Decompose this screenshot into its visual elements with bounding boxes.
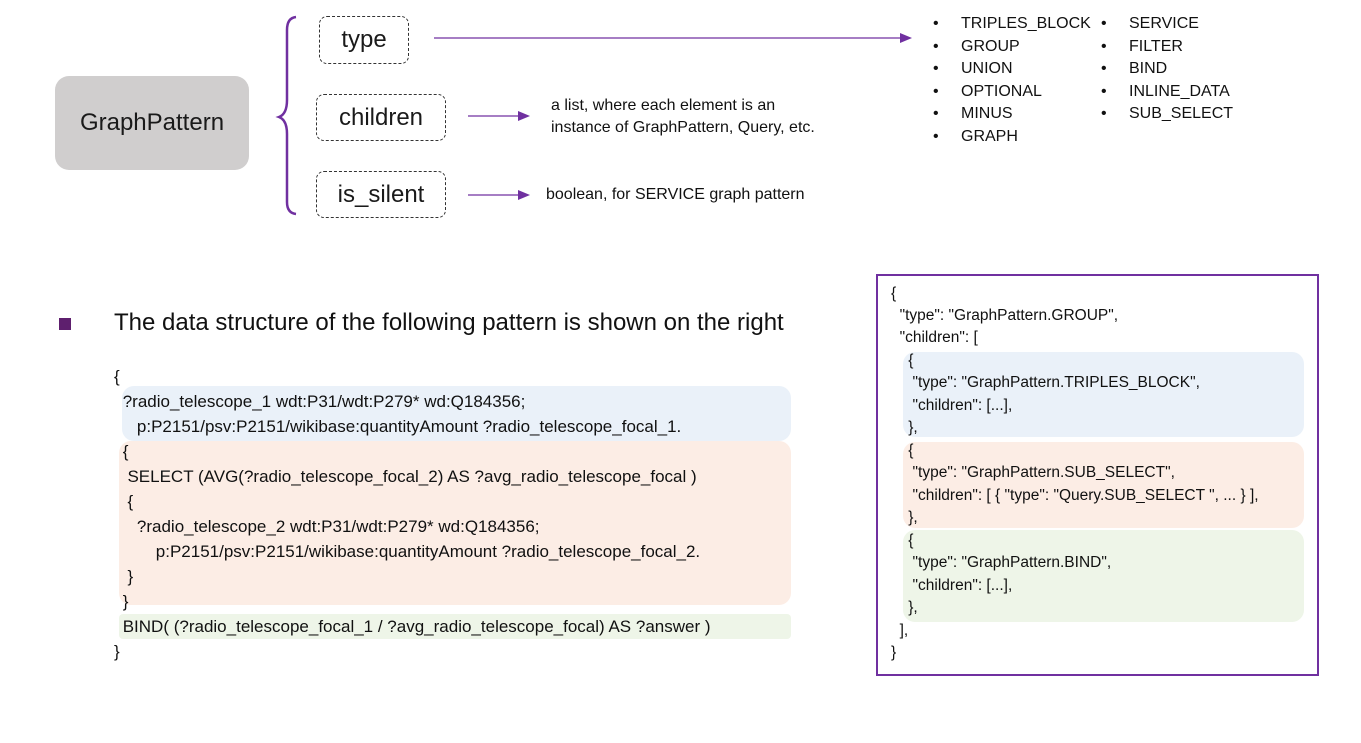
json-line: "children": [ { "type": "Query.SUB_SELEC… bbox=[891, 487, 1259, 504]
json-triples-band bbox=[903, 352, 1304, 437]
type-value: MINUS bbox=[933, 103, 1091, 126]
json-line: }, bbox=[891, 599, 918, 616]
json-line: "children": [...], bbox=[891, 577, 1013, 594]
type-value: BIND bbox=[1101, 58, 1233, 81]
graphpattern-label: GraphPattern bbox=[79, 109, 225, 136]
json-line: "type": "GraphPattern.BIND", bbox=[891, 554, 1112, 571]
query-line: { bbox=[118, 492, 134, 511]
query-line: { bbox=[114, 367, 120, 386]
json-line: }, bbox=[891, 509, 918, 526]
query-line: p:P2151/psv:P2151/wikibase:quantityAmoun… bbox=[118, 542, 701, 561]
bullet-square-icon bbox=[59, 318, 71, 330]
query-line: p:P2151/psv:P2151/wikibase:quantityAmoun… bbox=[118, 417, 682, 436]
json-bind-band bbox=[903, 530, 1304, 622]
children-arrowhead bbox=[518, 111, 530, 121]
type-value: OPTIONAL bbox=[933, 81, 1091, 104]
type-value: GROUP bbox=[933, 36, 1091, 59]
query-line: BIND( (?radio_telescope_focal_1 / ?avg_r… bbox=[118, 617, 711, 636]
type-values-list-1: TRIPLES_BLOCK GROUP UNION OPTIONAL MINUS… bbox=[933, 13, 1091, 148]
children-desc-line: a list, where each element is an bbox=[551, 97, 776, 114]
field-is-silent-label: is_silent bbox=[337, 180, 425, 208]
is-silent-arrowhead bbox=[518, 190, 530, 200]
type-value: GRAPH bbox=[933, 126, 1091, 149]
query-line: { bbox=[118, 442, 129, 461]
children-description: a list, where each element is an instanc… bbox=[551, 95, 815, 139]
json-line: } bbox=[891, 644, 897, 661]
json-line: ], bbox=[891, 622, 909, 639]
json-line: "type": "GraphPattern.TRIPLES_BLOCK", bbox=[891, 374, 1200, 391]
graphpattern-node: GraphPattern bbox=[55, 76, 249, 170]
json-line: "type": "GraphPattern.GROUP", bbox=[891, 307, 1119, 324]
type-value: UNION bbox=[933, 58, 1091, 81]
type-value: SUB_SELECT bbox=[1101, 103, 1233, 126]
json-line: { bbox=[891, 532, 914, 549]
query-line: } bbox=[114, 642, 120, 661]
type-value: INLINE_DATA bbox=[1101, 81, 1233, 104]
json-line: "type": "GraphPattern.SUB_SELECT", bbox=[891, 464, 1175, 481]
query-line: SELECT (AVG(?radio_telescope_focal_2) AS… bbox=[118, 467, 697, 486]
query-line: ?radio_telescope_2 wdt:P31/wdt:P279* wd:… bbox=[118, 517, 540, 536]
field-type-label: type bbox=[341, 26, 387, 53]
is-silent-description: boolean, for SERVICE graph pattern bbox=[546, 186, 805, 203]
json-line: "children": [ bbox=[891, 329, 978, 346]
children-desc-line: instance of GraphPattern, Query, etc. bbox=[551, 119, 815, 136]
bind-band bbox=[119, 614, 791, 639]
field-type: type bbox=[319, 16, 409, 64]
section-heading: The data structure of the following patt… bbox=[114, 309, 784, 336]
json-line: { bbox=[891, 352, 914, 369]
json-line: { bbox=[891, 285, 897, 302]
query-line: } bbox=[118, 592, 129, 611]
triples-block-band bbox=[122, 386, 791, 441]
curly-brace bbox=[275, 15, 297, 216]
type-value: TRIPLES_BLOCK bbox=[933, 13, 1091, 36]
type-arrowhead bbox=[900, 33, 912, 43]
type-values-list-2: SERVICE FILTER BIND INLINE_DATA SUB_SELE… bbox=[1101, 13, 1233, 126]
json-line: "children": [...], bbox=[891, 397, 1013, 414]
json-line: { bbox=[891, 442, 914, 459]
query-line: ?radio_telescope_1 wdt:P31/wdt:P279* wd:… bbox=[118, 392, 526, 411]
type-value: SERVICE bbox=[1101, 13, 1233, 36]
json-line: }, bbox=[891, 419, 918, 436]
query-line: } bbox=[118, 567, 134, 586]
sub-select-band bbox=[119, 441, 791, 605]
json-structure-panel bbox=[876, 274, 1319, 676]
json-subselect-band bbox=[903, 442, 1304, 528]
field-children-label: children bbox=[338, 103, 424, 131]
field-children: children bbox=[316, 94, 446, 141]
field-is-silent: is_silent bbox=[316, 171, 446, 218]
type-value: FILTER bbox=[1101, 36, 1233, 59]
